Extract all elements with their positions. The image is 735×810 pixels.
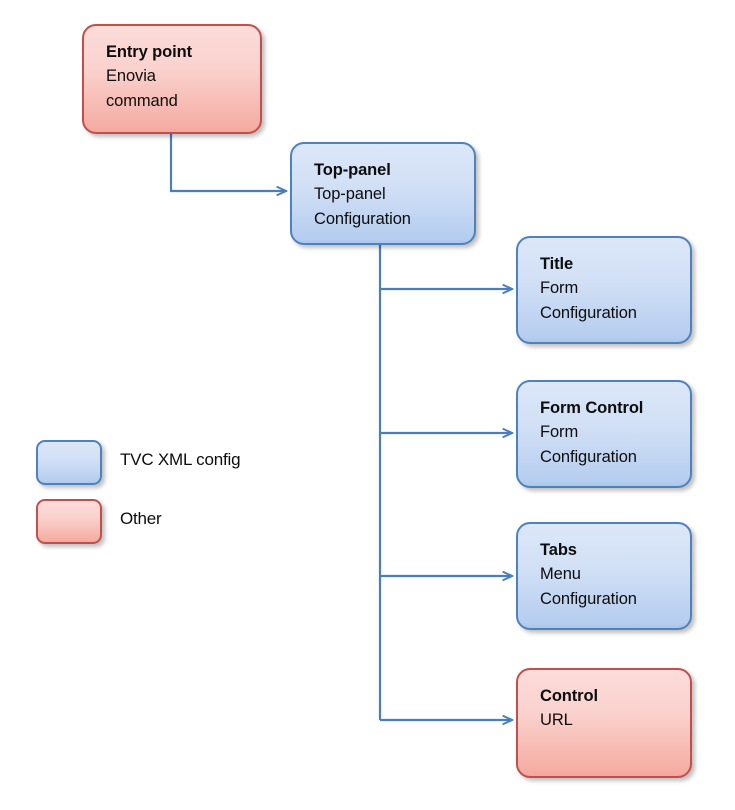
node-form-control-title: Form Control [540,399,644,417]
node-control-title: Control [540,687,598,705]
node-control[interactable]: Control URL [516,668,692,778]
node-entry-point-title: Entry point [106,43,192,61]
node-entry-point-subline-1: Enovia [106,67,156,86]
node-entry-point[interactable]: Entry point Enovia command [82,24,262,134]
node-tabs-subline-2: Configuration [540,589,637,608]
legend-label-other: Other [120,509,162,528]
legend-swatch-red [36,499,102,544]
node-top-panel-title: Top-panel [314,161,391,179]
node-title[interactable]: Title Form Configuration [516,236,692,344]
legend-swatch-blue [36,440,102,485]
node-top-panel[interactable]: Top-panel Top-panel Configuration [290,142,476,245]
node-tabs-title: Tabs [540,541,577,559]
legend: TVC XML config Other [36,440,296,558]
node-tabs[interactable]: Tabs Menu Configuration [516,522,692,630]
legend-label-tvc-xml-config: TVC XML config [120,450,241,469]
node-title-title: Title [540,255,574,273]
node-tabs-subline-1: Menu [540,565,581,584]
node-top-panel-subline-1: Top-panel [314,185,386,204]
edge-entry-point-to-top-panel [169,134,286,191]
node-title-subline-2: Configuration [540,303,637,322]
legend-item-tvc-xml-config: TVC XML config [36,440,296,499]
node-control-subline-1: URL [540,711,573,730]
node-form-control[interactable]: Form Control Form Configuration [516,380,692,488]
legend-item-other: Other [36,499,296,558]
node-form-control-subline-2: Configuration [540,447,637,466]
node-entry-point-subline-2: command [106,91,178,110]
node-form-control-subline-1: Form [540,423,579,442]
node-top-panel-subline-2: Configuration [314,209,411,228]
node-title-subline-1: Form [540,279,579,298]
